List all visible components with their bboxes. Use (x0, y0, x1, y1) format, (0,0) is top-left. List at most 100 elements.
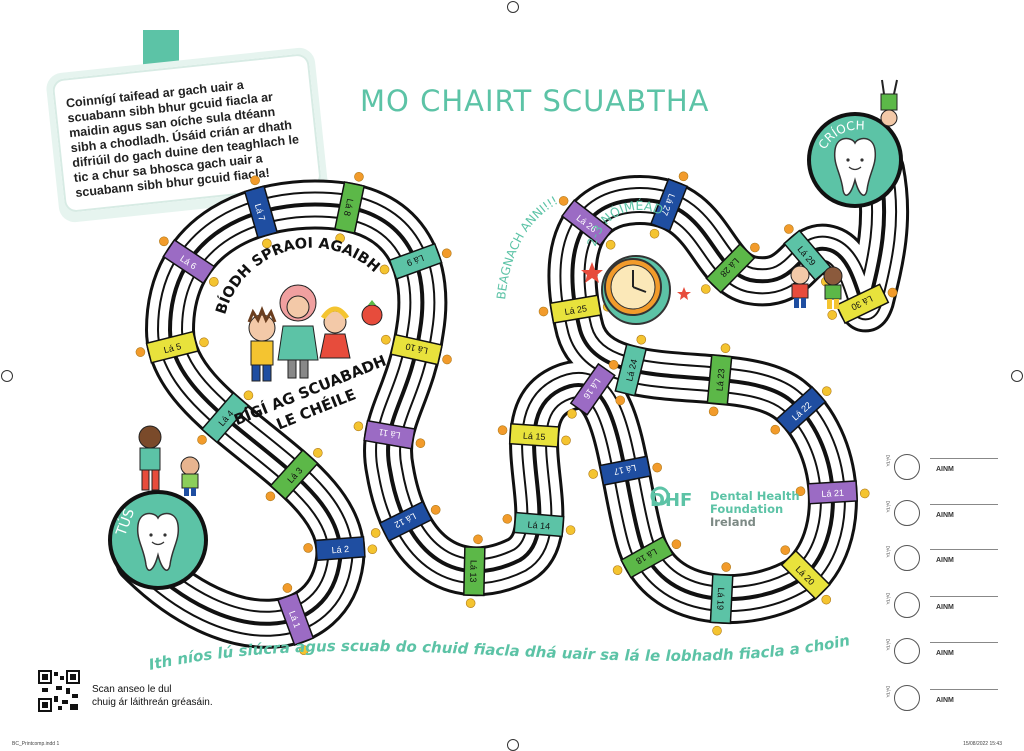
day-marker[interactable]: Lá 1 (274, 581, 318, 656)
day-marker[interactable]: Lá 7 (241, 174, 280, 250)
day-marker-box (560, 199, 614, 247)
date-label: DÁTA (885, 500, 891, 513)
date-circle[interactable] (894, 500, 920, 526)
day-marker-box (614, 343, 648, 397)
day-marker[interactable]: Lá 16 (564, 354, 622, 425)
sun-icon (784, 224, 794, 234)
date-circle[interactable] (894, 545, 920, 571)
day-marker[interactable]: Lá 15 (497, 422, 571, 448)
day-marker[interactable]: Lá 10 (379, 332, 455, 367)
day-marker[interactable]: Lá 21 (795, 480, 870, 505)
sun-icon (497, 425, 508, 436)
day-marker[interactable]: Lá 4 (194, 383, 257, 451)
day-marker-label: Lá 25 (564, 303, 588, 317)
day-marker[interactable]: Lá 6 (153, 233, 225, 290)
day-marker-box (649, 178, 689, 232)
smile-icon (209, 276, 219, 287)
day-marker[interactable]: Lá 14 (502, 511, 576, 538)
date-circle[interactable] (894, 638, 920, 664)
day-marker[interactable]: Lá 20 (773, 542, 839, 608)
smile-icon (243, 390, 254, 401)
smile-icon (612, 565, 623, 575)
name-line[interactable] (930, 458, 998, 459)
day-marker[interactable]: Lá 17 (587, 454, 662, 488)
smile-icon (313, 448, 323, 458)
day-marker-label: Lá 8 (342, 198, 355, 217)
qr-caption-line-1: Scan anseo le dul (92, 684, 172, 695)
smile-icon (465, 598, 476, 608)
date-circle[interactable] (894, 685, 920, 711)
sun-icon (159, 236, 169, 247)
day-marker-box (709, 573, 734, 625)
name-label: AINM (936, 604, 954, 611)
day-marker-box (314, 536, 366, 562)
smile-icon (649, 228, 660, 239)
day-marker[interactable]: Lá 12 (369, 496, 443, 546)
kids-start-illustration (138, 425, 200, 496)
day-marker-box (549, 294, 602, 324)
day-marker-box (807, 480, 858, 505)
day-marker[interactable]: Lá 11 (352, 419, 427, 451)
name-line[interactable] (930, 504, 998, 505)
smile-icon (561, 435, 571, 446)
day-marker[interactable]: Lá 24 (612, 332, 649, 408)
smile-icon (370, 528, 381, 538)
day-marker[interactable]: Lá 8 (332, 170, 366, 246)
smile-icon (379, 264, 390, 275)
smile-icon (299, 645, 309, 655)
registration-mark (1011, 370, 1023, 382)
sun-icon (430, 505, 441, 515)
day-marker-box (569, 362, 616, 416)
smile-icon (636, 334, 647, 345)
brand-line-1: Dental Health (710, 489, 800, 503)
name-line[interactable] (930, 689, 998, 690)
day-marker-box (200, 391, 250, 444)
day-marker[interactable]: Lá 30 (825, 279, 899, 329)
day-marker[interactable]: Lá 13 (463, 534, 486, 608)
day-marker[interactable]: Lá 3 (262, 441, 326, 509)
smile-icon (821, 594, 832, 605)
sun-icon (502, 514, 513, 524)
name-line[interactable] (930, 596, 998, 597)
smile-icon (859, 488, 870, 499)
day-marker[interactable]: Lá 28 (698, 235, 763, 301)
sun-icon (608, 360, 619, 370)
day-marker-label: Lá 2 (331, 544, 349, 555)
dhf-logo: DHF (650, 486, 692, 511)
day-marker-box (598, 455, 652, 487)
sun-icon (415, 438, 426, 448)
date-circle[interactable] (894, 454, 920, 480)
day-marker-box (333, 181, 366, 234)
sun-icon (770, 424, 781, 435)
day-marker[interactable]: Lá 22 (767, 379, 835, 443)
day-marker[interactable]: Lá 27 (646, 167, 691, 242)
qr-code-icon[interactable] (38, 670, 80, 712)
day-marker[interactable]: Lá 9 (378, 240, 453, 284)
smile-icon (199, 337, 209, 348)
date-circle[interactable] (894, 592, 920, 618)
day-marker[interactable]: Lá 23 (706, 343, 733, 418)
smile-icon (353, 421, 364, 432)
name-line[interactable] (930, 549, 998, 550)
day-marker[interactable]: Lá 2 (303, 536, 378, 562)
day-marker[interactable]: Lá 26 (552, 193, 622, 253)
day-marker[interactable]: Lá 5 (134, 329, 210, 366)
sun-icon (442, 354, 452, 365)
day-marker-box (277, 592, 315, 646)
day-marker-box (162, 238, 216, 285)
day-marker-label: Lá 14 (527, 520, 550, 532)
sun-icon (795, 486, 806, 497)
name-line[interactable] (930, 642, 998, 643)
day-marker[interactable]: Lá 19 (709, 562, 734, 636)
day-marker-box (508, 422, 560, 448)
day-marker[interactable]: Lá 18 (610, 531, 684, 584)
kids-illustration (790, 265, 843, 309)
day-marker-label: Lá 11 (378, 427, 401, 441)
registration-mark (507, 739, 519, 751)
